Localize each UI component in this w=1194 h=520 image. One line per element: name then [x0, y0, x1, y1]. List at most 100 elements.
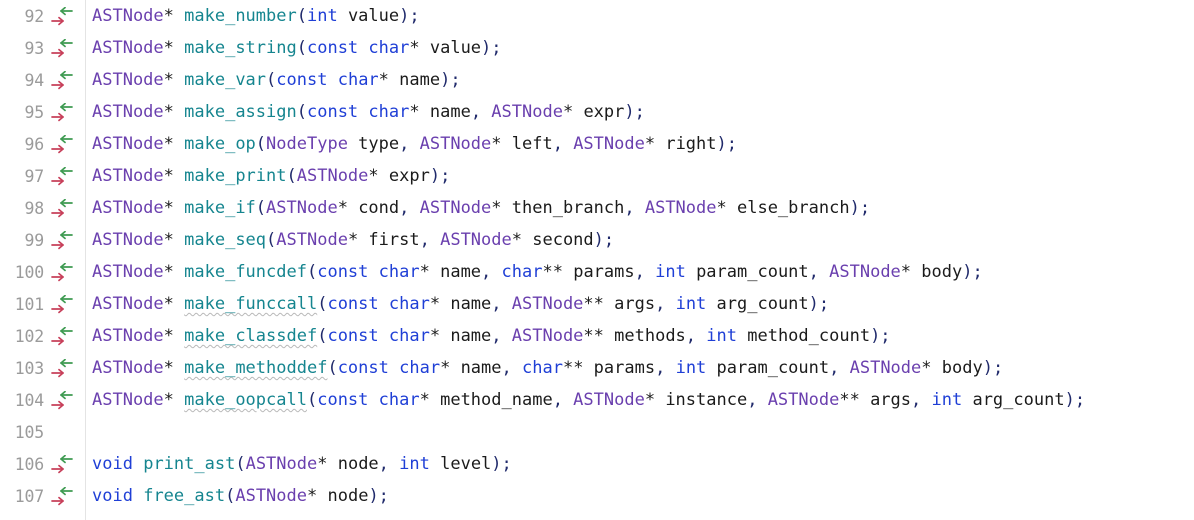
line-number: 106 [14, 454, 44, 474]
code-token: method_count [737, 326, 871, 346]
code-token: , [491, 326, 512, 346]
code-token: ( [255, 198, 267, 218]
code-text[interactable]: void print_ast(ASTNode* node, int level)… [85, 448, 512, 480]
line-number: 101 [14, 294, 44, 314]
code-line[interactable]: 106 void print_ast(ASTNode* node, int lev… [0, 448, 1194, 480]
code-token: * [163, 230, 185, 250]
code-token: * [511, 230, 522, 250]
code-text[interactable]: ASTNode* make_print(ASTNode* expr); [85, 160, 450, 192]
diff-change-arrows-icon[interactable] [44, 64, 85, 96]
code-text[interactable]: ASTNode* make_if(ASTNode* cond, ASTNode*… [85, 192, 870, 224]
code-line[interactable]: 102 ASTNode* make_classdef(const char* na… [0, 320, 1194, 352]
code-token: ); [716, 134, 737, 154]
code-token: * [419, 262, 430, 282]
code-token: make_assign [184, 102, 297, 122]
diff-change-arrows-icon[interactable] [44, 224, 85, 256]
code-token: ); [982, 358, 1004, 378]
code-token: * [491, 198, 502, 218]
code-token: , [624, 198, 645, 218]
code-token: char [337, 70, 379, 90]
code-token: int [706, 326, 737, 346]
diff-change-arrows-icon[interactable] [44, 288, 85, 320]
diff-change-arrows-icon[interactable] [44, 32, 85, 64]
code-token: char [399, 358, 441, 378]
code-token: ( [296, 38, 307, 58]
code-text[interactable]: ASTNode* make_number(int value); [85, 0, 420, 32]
code-token: * [163, 102, 185, 122]
code-token: ASTNode [92, 326, 164, 346]
code-token: ASTNode [419, 198, 492, 218]
code-token: ( [266, 230, 277, 250]
code-text[interactable]: ASTNode* make_string(const char* value); [85, 32, 502, 64]
code-token: ASTNode [829, 262, 901, 282]
code-text[interactable]: ASTNode* make_oopcall(const char* method… [85, 384, 1085, 416]
code-token: make_oopcall [184, 390, 307, 410]
diff-change-arrows-icon[interactable] [44, 96, 85, 128]
diff-change-arrows-icon[interactable] [44, 384, 85, 416]
code-token [389, 358, 399, 378]
code-token: char [388, 326, 430, 346]
code-token: int [306, 6, 338, 26]
diff-change-arrows-icon[interactable] [44, 256, 85, 288]
code-text[interactable]: ASTNode* make_funcdef(const char* name, … [85, 256, 983, 288]
code-token: ( [306, 262, 318, 282]
line-number: 97 [24, 166, 45, 186]
code-token: * [337, 198, 348, 218]
diff-change-arrows-icon[interactable] [44, 320, 85, 352]
code-token: params [562, 262, 635, 282]
code-line[interactable]: 92 ASTNode* make_number(int value); [0, 0, 1194, 32]
code-text[interactable]: ASTNode* make_seq(ASTNode* first, ASTNod… [85, 224, 614, 256]
code-token: left [501, 134, 553, 154]
code-line[interactable]: 97 ASTNode* make_print(ASTNode* expr); [0, 160, 1194, 192]
code-token: ( [317, 294, 328, 314]
code-text[interactable]: ASTNode* make_assign(const char* name, A… [85, 96, 645, 128]
diff-change-arrows-icon[interactable] [44, 128, 85, 160]
code-text[interactable]: ASTNode* make_var(const char* name); [85, 64, 461, 96]
code-token: * [368, 166, 379, 186]
code-token: const [327, 294, 379, 314]
code-token: int [675, 294, 707, 314]
code-line[interactable]: 93 ASTNode* make_string(const char* value… [0, 32, 1194, 64]
code-token: * [163, 134, 185, 154]
diff-change-arrows-icon[interactable] [44, 480, 85, 512]
code-token: name [429, 262, 482, 282]
diff-change-arrows-icon[interactable] [44, 0, 85, 32]
code-text[interactable]: ASTNode* make_classdef(const char* name,… [85, 320, 891, 352]
line-number: 92 [24, 6, 45, 26]
line-number: 102 [14, 326, 44, 346]
code-token: const [276, 70, 328, 90]
code-token: * [419, 390, 430, 410]
diff-change-arrows-icon[interactable] [44, 192, 85, 224]
code-text[interactable]: ASTNode* make_funccall(const char* name,… [85, 288, 829, 320]
code-token: name [419, 102, 471, 122]
diff-change-arrows-icon[interactable] [44, 160, 85, 192]
code-token: * [317, 454, 328, 474]
code-line[interactable]: 105 [0, 416, 1194, 448]
code-token: ( [286, 166, 297, 186]
code-token: then_branch [501, 198, 625, 218]
code-text[interactable]: ASTNode* make_op(NodeType type, ASTNode*… [85, 128, 737, 160]
code-token: param_count [706, 358, 830, 378]
code-line[interactable]: 101 ASTNode* make_funccall(const char* na… [0, 288, 1194, 320]
diff-change-arrows-icon[interactable] [44, 448, 85, 480]
line-number: 93 [24, 38, 45, 58]
code-token: ); [870, 326, 891, 346]
code-token: ASTNode [419, 134, 492, 154]
code-token: value [337, 6, 400, 26]
code-token: ); [368, 486, 389, 506]
code-token: char [368, 102, 410, 122]
code-text[interactable]: void free_ast(ASTNode* node); [85, 480, 389, 512]
code-token: make_seq [184, 230, 267, 250]
diff-change-arrows-icon[interactable] [44, 352, 85, 384]
code-text[interactable]: ASTNode* make_methoddef(const char* name… [85, 352, 1003, 384]
